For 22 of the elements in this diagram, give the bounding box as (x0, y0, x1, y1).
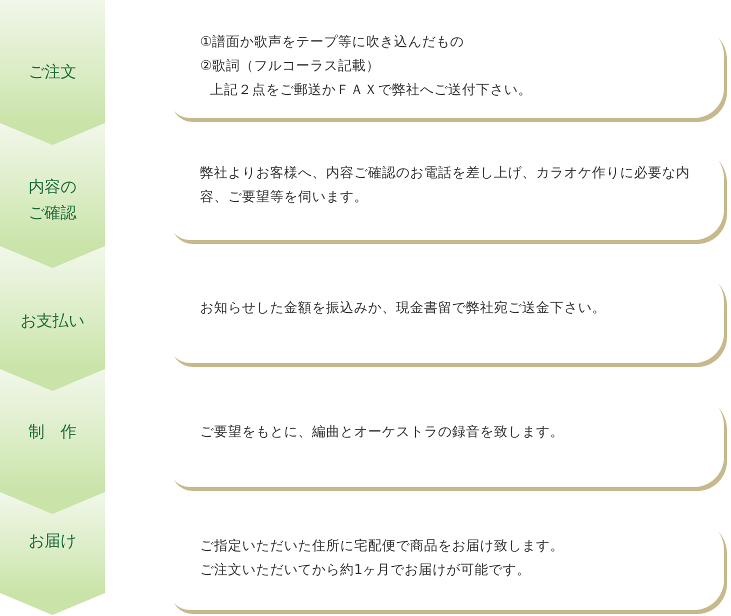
chevron-arrow (0, 369, 105, 391)
description-text: ご指定いただいた住所に宅配便で商品をお届け致します。 (200, 537, 565, 556)
chevron-arrow (0, 246, 105, 268)
description-text: お知らせした金額を振込みか、現金書留で弊社宛ご送金下さい。 (200, 299, 607, 318)
description-text: ご注文いただいてから約1ヶ月でお届けが可能です。 (200, 561, 532, 580)
description-text: ご要望をもとに、編曲とオーケストラの録音を致します。 (200, 423, 565, 442)
chevron-arrow (0, 123, 105, 145)
description-text: ②歌詞（フルコーラス記載） (200, 57, 382, 76)
step-band (0, 246, 105, 369)
step-label: ご注文 (28, 61, 78, 83)
step-band (0, 0, 105, 123)
chevron-arrow (0, 492, 105, 514)
step-band (0, 369, 105, 492)
description-text: ①譜面か歌声をテープ等に吹き込んだもの (200, 33, 466, 52)
description-text: 弊社よりお客様へ、内容ご確認のお電話を差し上げ、カラオケ作りに必要な内容、ご要望等を伺います。 (200, 164, 691, 207)
step-label: 内容のご確認 (28, 176, 78, 224)
description-text: 上記２点をご郵送かＦＡＸで弊社へご送付下さい。 (209, 81, 533, 100)
chevron-arrow (0, 593, 105, 615)
step-band (0, 123, 105, 246)
step-label: お届け (28, 530, 78, 552)
step-label: 制 作 (28, 421, 78, 443)
step-label: お支払い (20, 310, 86, 332)
